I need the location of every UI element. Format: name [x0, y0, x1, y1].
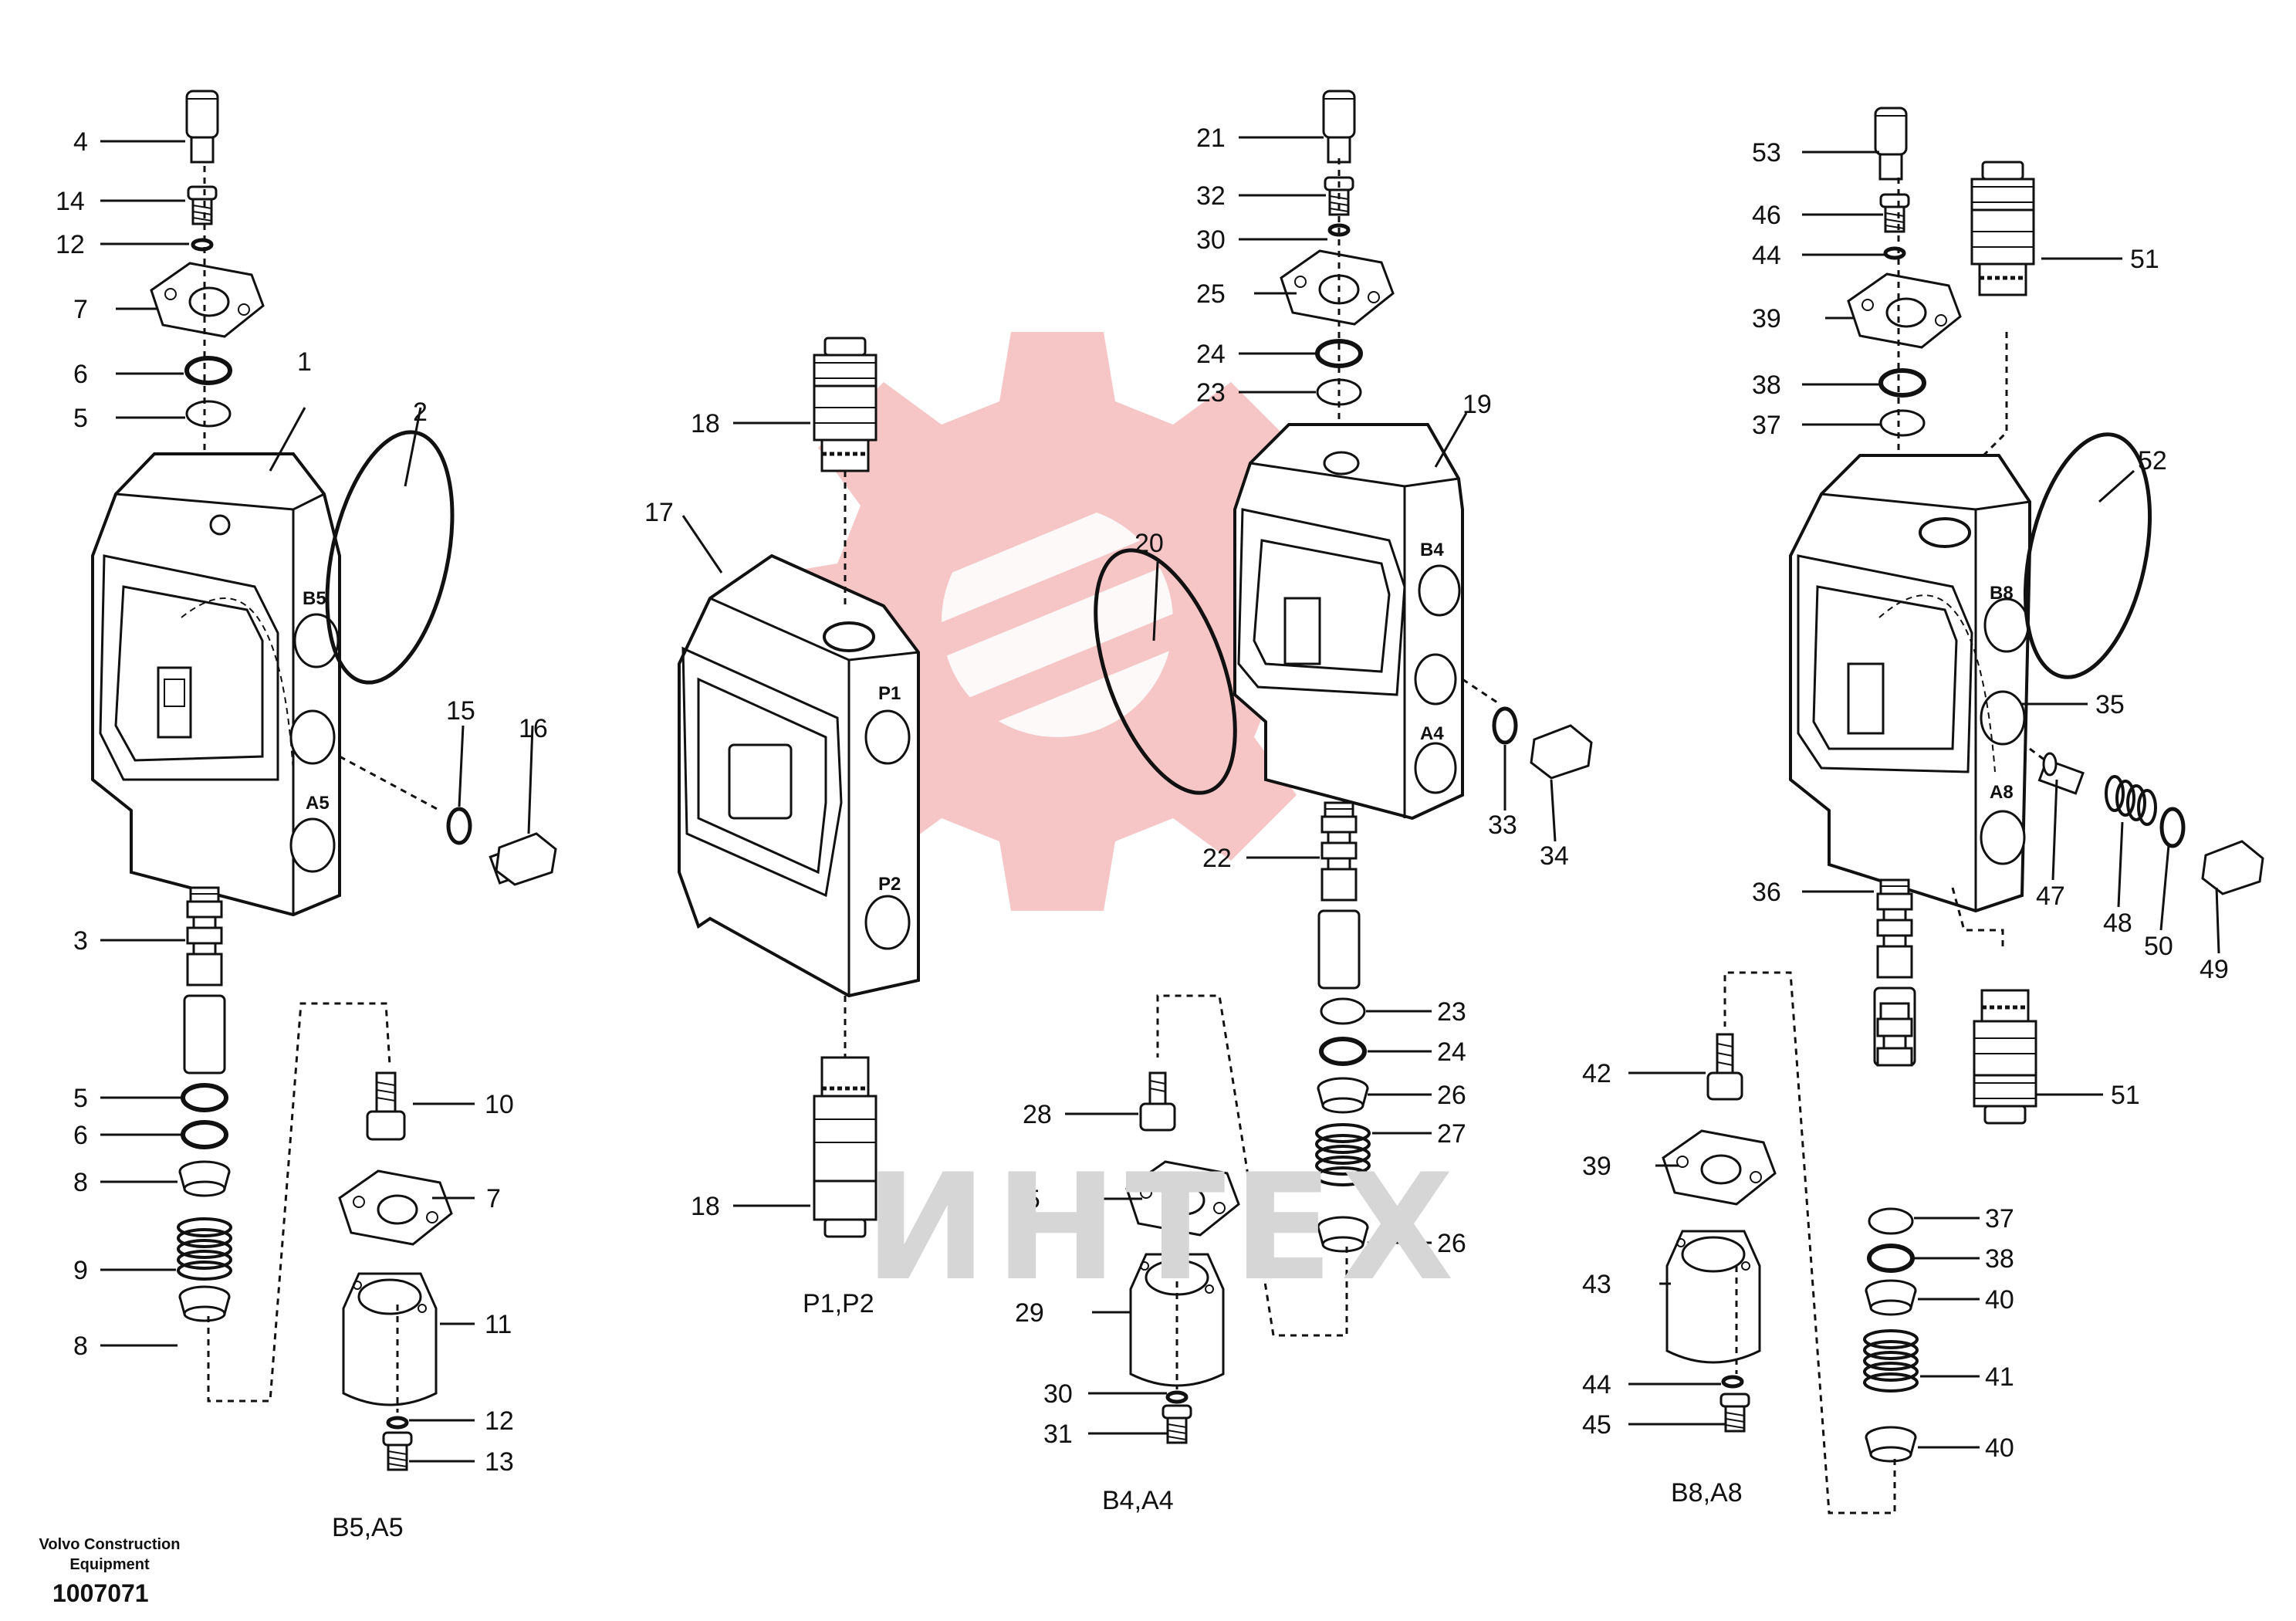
callout-5b: 5 — [73, 1084, 88, 1113]
port-label-a4: A4 — [1420, 723, 1444, 744]
callout-46: 46 — [1752, 201, 1781, 230]
callout-10: 10 — [485, 1090, 514, 1119]
valve-body-3: B4 A4 — [1233, 423, 1464, 821]
callout-8b: 8 — [73, 1332, 88, 1361]
watermark-text: ИНТЕХ — [864, 1142, 1462, 1313]
caption-b4-a4: B4,A4 — [1102, 1486, 1174, 1515]
callout-32: 32 — [1196, 181, 1226, 211]
group-b8-a8: B8 A8 — [1662, 107, 2264, 1514]
caption-b5-a5: B5,A5 — [332, 1513, 404, 1542]
valve-body-2: P1 P2 — [678, 553, 920, 998]
callout-6: 6 — [73, 360, 88, 389]
callout-13: 13 — [485, 1447, 514, 1477]
callout-11: 11 — [485, 1310, 512, 1339]
callout-50: 50 — [2144, 932, 2173, 961]
callout-8: 8 — [73, 1168, 88, 1197]
callout-51: 51 — [2130, 245, 2159, 274]
callout-17: 17 — [644, 498, 674, 527]
callout-53: 53 — [1752, 138, 1781, 168]
callout-52: 52 — [2138, 446, 2167, 475]
callout-47: 47 — [2036, 882, 2065, 911]
callout-33: 33 — [1488, 810, 1517, 840]
callout-25: 25 — [1196, 279, 1226, 309]
callout-3: 3 — [73, 926, 88, 956]
callout-39b: 39 — [1582, 1152, 1611, 1181]
port-label-b4: B4 — [1420, 540, 1444, 560]
callout-44: 44 — [1752, 241, 1781, 270]
document-number: 1007071 — [52, 1579, 149, 1607]
callout-12: 12 — [56, 230, 85, 259]
callout-41: 41 — [1985, 1362, 2014, 1392]
callout-7: 7 — [73, 295, 88, 324]
brand-name-line1: Volvo Construction — [39, 1536, 181, 1553]
callout-9: 9 — [73, 1256, 88, 1285]
callout-18b: 18 — [691, 1192, 720, 1221]
callout-40: 40 — [1985, 1285, 2014, 1315]
callout-38: 38 — [1752, 371, 1781, 400]
leader-lines — [100, 136, 2220, 1463]
callout-42: 42 — [1582, 1059, 1611, 1088]
callout-26b: 26 — [1437, 1229, 1466, 1258]
caption-b8-a8: B8,A8 — [1671, 1478, 1743, 1508]
callout-29: 29 — [1015, 1298, 1044, 1328]
callout-51b: 51 — [2111, 1081, 2140, 1110]
callout-14: 14 — [56, 187, 85, 216]
callout-24: 24 — [1196, 340, 1226, 369]
callout-28: 28 — [1023, 1100, 1052, 1129]
callout-23b: 23 — [1437, 997, 1466, 1027]
callout-43: 43 — [1582, 1270, 1611, 1299]
callout-2: 2 — [413, 398, 428, 427]
callout-38b: 38 — [1985, 1244, 2014, 1274]
callout-19: 19 — [1462, 390, 1492, 419]
callout-6b: 6 — [73, 1121, 88, 1150]
callouts: 4 14 12 7 6 5 1 2 15 16 3 5 6 8 9 8 10 7… — [56, 124, 2229, 1477]
callout-23: 23 — [1196, 378, 1226, 408]
callout-45: 45 — [1582, 1410, 1611, 1440]
callout-34: 34 — [1540, 841, 1569, 871]
callout-1: 1 — [297, 347, 312, 377]
callout-24b: 24 — [1437, 1037, 1466, 1067]
callout-15: 15 — [446, 696, 475, 726]
callout-40b: 40 — [1985, 1433, 2014, 1463]
caption-p1-p2: P1,P2 — [803, 1289, 874, 1318]
callout-25b: 25 — [1011, 1185, 1040, 1214]
group-b5-a5: B5 A5 — [91, 90, 557, 1471]
valve-body-4: B8 A8 — [1789, 454, 2031, 913]
callout-22: 22 — [1202, 844, 1232, 873]
callout-12b: 12 — [485, 1406, 514, 1436]
group-p1-p2: P1 P2 — [678, 338, 920, 1238]
callout-21: 21 — [1196, 124, 1226, 153]
brand-name-line2: Equipment — [69, 1556, 150, 1573]
callout-18: 18 — [691, 409, 720, 438]
callout-5: 5 — [73, 404, 88, 433]
port-label-p1: P1 — [878, 683, 901, 704]
callout-35: 35 — [2095, 690, 2125, 719]
port-label-p2: P2 — [878, 874, 901, 895]
port-label-a5: A5 — [306, 793, 330, 814]
callout-37: 37 — [1752, 411, 1781, 440]
callout-30b: 30 — [1043, 1379, 1073, 1409]
callout-37b: 37 — [1985, 1204, 2014, 1234]
port-label-b8: B8 — [1990, 583, 2014, 604]
callout-30: 30 — [1196, 225, 1226, 255]
callout-48: 48 — [2103, 909, 2132, 938]
callout-49: 49 — [2200, 955, 2229, 984]
port-label-a8: A8 — [1990, 782, 2014, 803]
callout-4: 4 — [73, 127, 88, 157]
callout-7b: 7 — [486, 1184, 501, 1213]
callout-39: 39 — [1752, 304, 1781, 333]
valve-body-1: B5 A5 — [91, 452, 341, 917]
callout-27: 27 — [1437, 1119, 1466, 1149]
callout-16: 16 — [519, 714, 548, 743]
port-label-b5: B5 — [303, 588, 326, 609]
group-b4-a4: B4 A4 — [1094, 90, 1593, 1444]
callout-44b: 44 — [1582, 1370, 1611, 1399]
callout-31: 31 — [1043, 1420, 1073, 1449]
callout-20: 20 — [1134, 529, 1164, 558]
callout-26: 26 — [1437, 1081, 1466, 1110]
callout-36: 36 — [1752, 878, 1781, 907]
